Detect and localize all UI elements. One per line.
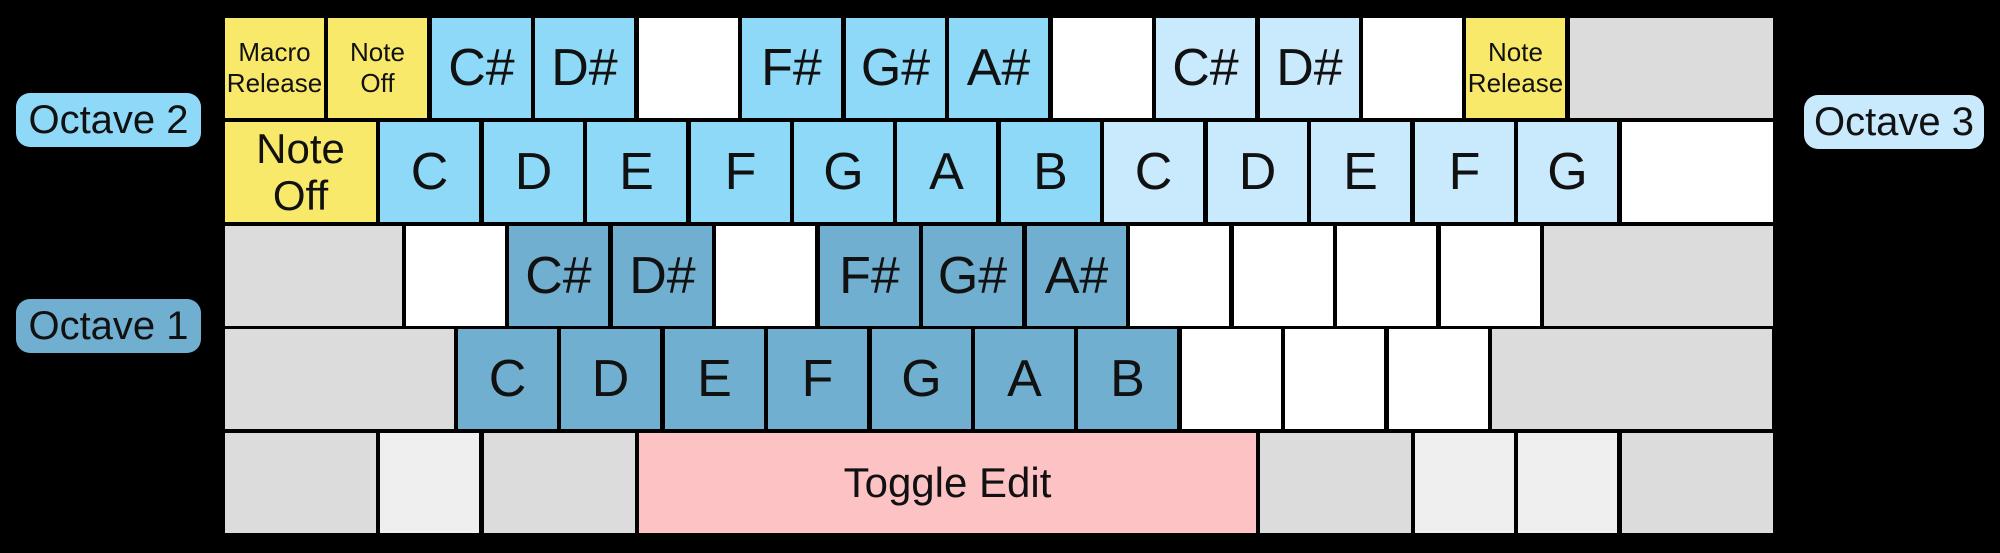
key-left-ctrl <box>225 433 376 533</box>
key-note-gsharp-oct2: G# <box>846 18 945 118</box>
key-toggle-edit: Toggle Edit <box>639 433 1256 533</box>
key-note-b-oct2: B <box>1001 122 1100 222</box>
key-note-release: Note Release <box>1466 18 1565 118</box>
key-note-off: Note Off <box>225 122 376 222</box>
key-note-g-oct1: G <box>872 329 971 429</box>
key-note-f-oct2: F <box>691 122 790 222</box>
octave-1-label: Octave 1 <box>16 299 201 353</box>
octave-2-label: Octave 2 <box>16 93 201 147</box>
key-note-d-oct2: D <box>484 122 583 222</box>
key-blank <box>639 18 738 118</box>
key-right-alt <box>1260 433 1411 533</box>
key-note-csharp-oct1: C# <box>509 226 608 326</box>
octave-3-label: Octave 3 <box>1804 95 1984 149</box>
key-macro-release: Macro Release <box>225 18 324 118</box>
key-note-f-oct3: F <box>1415 122 1514 222</box>
key-note-e-oct1: E <box>665 329 764 429</box>
key-note-d-oct3: D <box>1208 122 1307 222</box>
key-note-f-oct1: F <box>768 329 867 429</box>
key-note-e-oct2: E <box>587 122 686 222</box>
key-left-super <box>380 433 479 533</box>
key-note-asharp-oct2: A# <box>949 18 1048 118</box>
key-blank <box>1337 226 1436 326</box>
key-note-d-oct1: D <box>561 329 660 429</box>
key-note-csharp-oct3: C# <box>1156 18 1255 118</box>
key-note-a-oct1: A <box>975 329 1074 429</box>
key-capslock <box>225 226 402 326</box>
key-note-off-small: Note Off <box>328 18 427 118</box>
key-backspace <box>1570 18 1773 118</box>
key-note-gsharp-oct1: G# <box>923 226 1022 326</box>
key-blank <box>1363 18 1462 118</box>
key-blank <box>1130 226 1229 326</box>
key-note-dsharp-oct2: D# <box>535 18 634 118</box>
key-blank <box>1053 18 1152 118</box>
key-note-asharp-oct1: A# <box>1027 226 1126 326</box>
key-blank <box>716 226 815 326</box>
key-blank <box>1234 226 1333 326</box>
key-blank <box>406 226 505 326</box>
key-blank <box>1622 122 1773 222</box>
key-note-b-oct1: B <box>1078 329 1177 429</box>
key-note-a-oct2: A <box>897 122 996 222</box>
key-note-fsharp-oct2: F# <box>742 18 841 118</box>
key-note-c-oct1: C <box>458 329 557 429</box>
key-blank <box>1441 226 1540 326</box>
key-enter <box>1544 226 1773 326</box>
key-left-shift <box>225 329 454 429</box>
key-left-alt <box>484 433 635 533</box>
key-menu <box>1518 433 1617 533</box>
key-note-dsharp-oct1: D# <box>613 226 712 326</box>
key-note-fsharp-oct1: F# <box>820 226 919 326</box>
key-note-g-oct2: G <box>794 122 893 222</box>
key-note-csharp-oct2: C# <box>432 18 531 118</box>
key-right-super <box>1415 433 1514 533</box>
key-right-shift <box>1492 329 1772 429</box>
key-right-ctrl <box>1622 433 1773 533</box>
key-note-c-oct3: C <box>1104 122 1203 222</box>
key-blank <box>1389 329 1488 429</box>
key-blank <box>1285 329 1384 429</box>
key-note-c-oct2: C <box>380 122 479 222</box>
key-note-e-oct3: E <box>1311 122 1410 222</box>
key-note-g-oct3: G <box>1518 122 1617 222</box>
key-note-dsharp-oct3: D# <box>1260 18 1359 118</box>
key-blank <box>1182 329 1281 429</box>
